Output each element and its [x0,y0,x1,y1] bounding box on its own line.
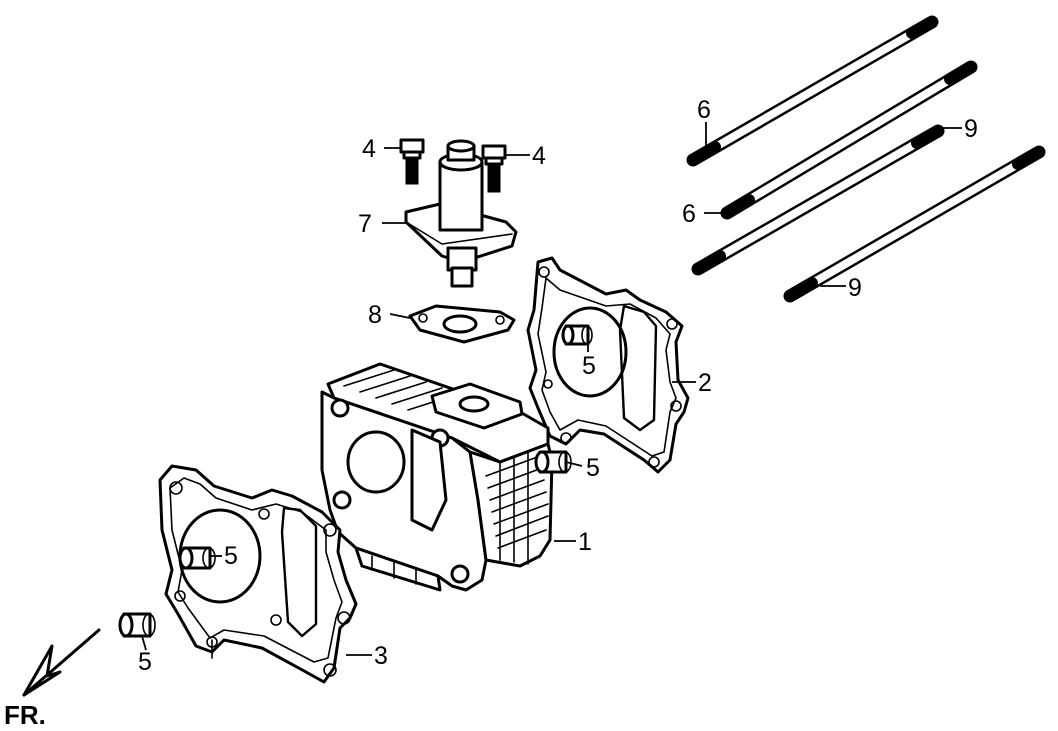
dowel-pin-5-base-gasket [178,546,216,570]
dowel-pin-5-loose [118,612,156,638]
callout-5-head-gasket: 5 [582,352,596,380]
tensioner-gasket-8 [408,304,516,344]
callout-2: 2 [698,369,712,397]
leader-lines [141,122,962,656]
callout-9-lower: 9 [848,274,862,302]
callout-5-base-gasket: 5 [224,542,238,570]
dowel-pin-5-head-gasket [561,324,593,346]
stud-6-upper [686,15,939,167]
callout-5-cylinder: 5 [586,454,600,482]
callout-7: 7 [358,210,372,238]
stud-6-lower [720,60,978,220]
callout-5-loose: 5 [138,648,152,676]
bolt-4-left [399,138,425,185]
callout-6-upper: 6 [697,96,711,124]
tensioner-assembly-7 [404,139,518,288]
cylinder-block-1 [320,362,554,592]
callout-4-left: 4 [362,135,376,163]
callout-8: 8 [368,301,382,329]
stud-9-lower [783,145,1046,303]
cylinder-head-gasket-2 [526,256,690,474]
front-direction-label: FR. [4,700,46,730]
front-direction-arrow-icon [22,628,101,697]
callout-4-right: 4 [532,142,546,170]
dowel-pin-5-cylinder-top [534,450,572,474]
callout-6-lower: 6 [682,200,696,228]
bolt-4-right [481,144,507,193]
callout-1: 1 [578,528,592,556]
stud-9-upper [691,124,945,276]
callout-3: 3 [374,642,388,670]
callout-9-upper: 9 [964,115,978,143]
